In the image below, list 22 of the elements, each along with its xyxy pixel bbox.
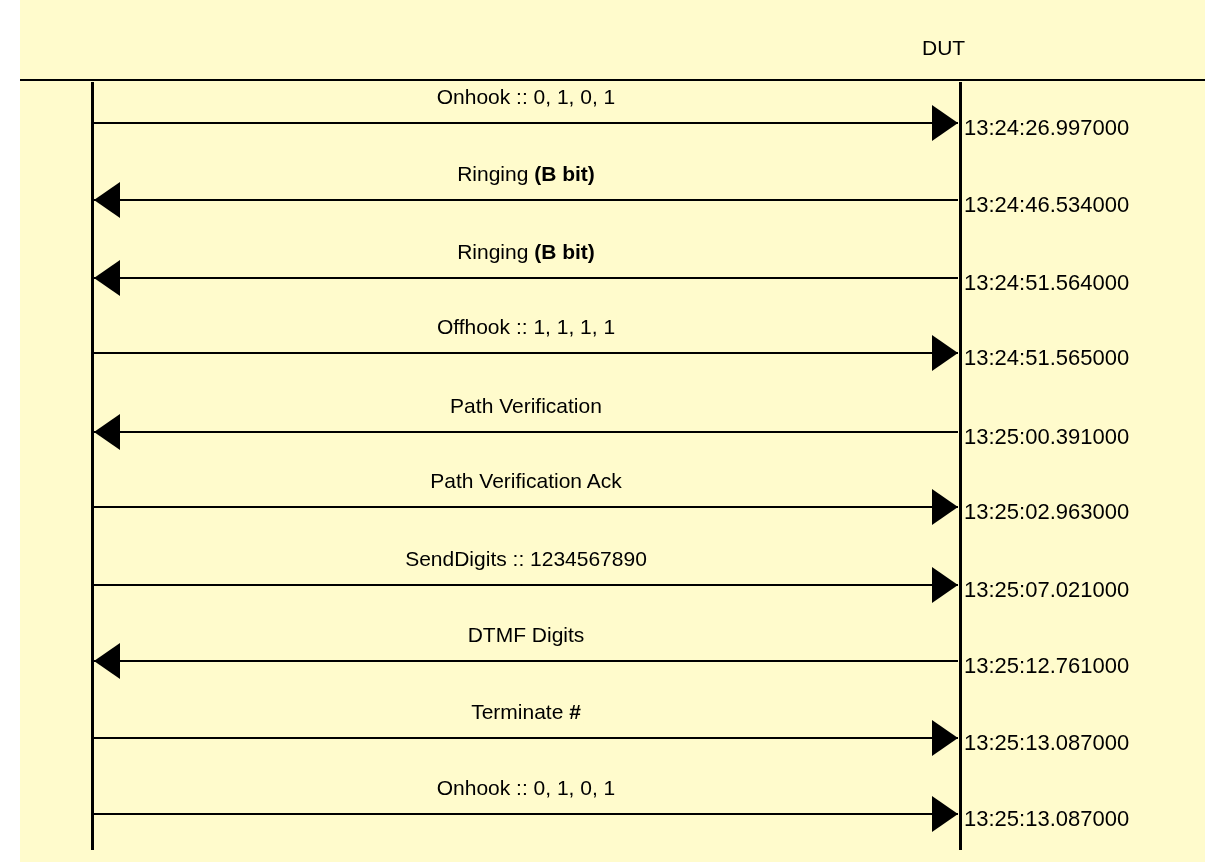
timestamp: 13:24:51.564000	[964, 270, 1130, 296]
timestamp: 13:25:13.087000	[964, 730, 1130, 756]
message-arrow	[93, 105, 959, 141]
timestamp: 13:25:13.087000	[964, 806, 1130, 832]
timestamp: 13:25:02.963000	[964, 499, 1130, 525]
message-arrow	[93, 720, 959, 756]
participant-label: DUT	[922, 36, 966, 60]
message-arrow	[93, 489, 959, 525]
message-arrow	[93, 567, 959, 603]
message-arrow	[93, 260, 959, 296]
message-arrow	[93, 643, 959, 679]
timestamp: 13:25:00.391000	[964, 424, 1130, 450]
message-arrow	[93, 335, 959, 371]
timestamp: 13:24:26.997000	[964, 115, 1130, 141]
message-arrow	[93, 796, 959, 832]
lifeline	[91, 82, 94, 850]
message-arrow	[93, 414, 959, 450]
timestamp: 13:24:46.534000	[964, 192, 1130, 218]
timestamp: 13:25:07.021000	[964, 577, 1130, 603]
message-arrow	[93, 182, 959, 218]
timestamp: 13:24:51.565000	[964, 345, 1130, 371]
timestamp: 13:25:12.761000	[964, 653, 1130, 679]
